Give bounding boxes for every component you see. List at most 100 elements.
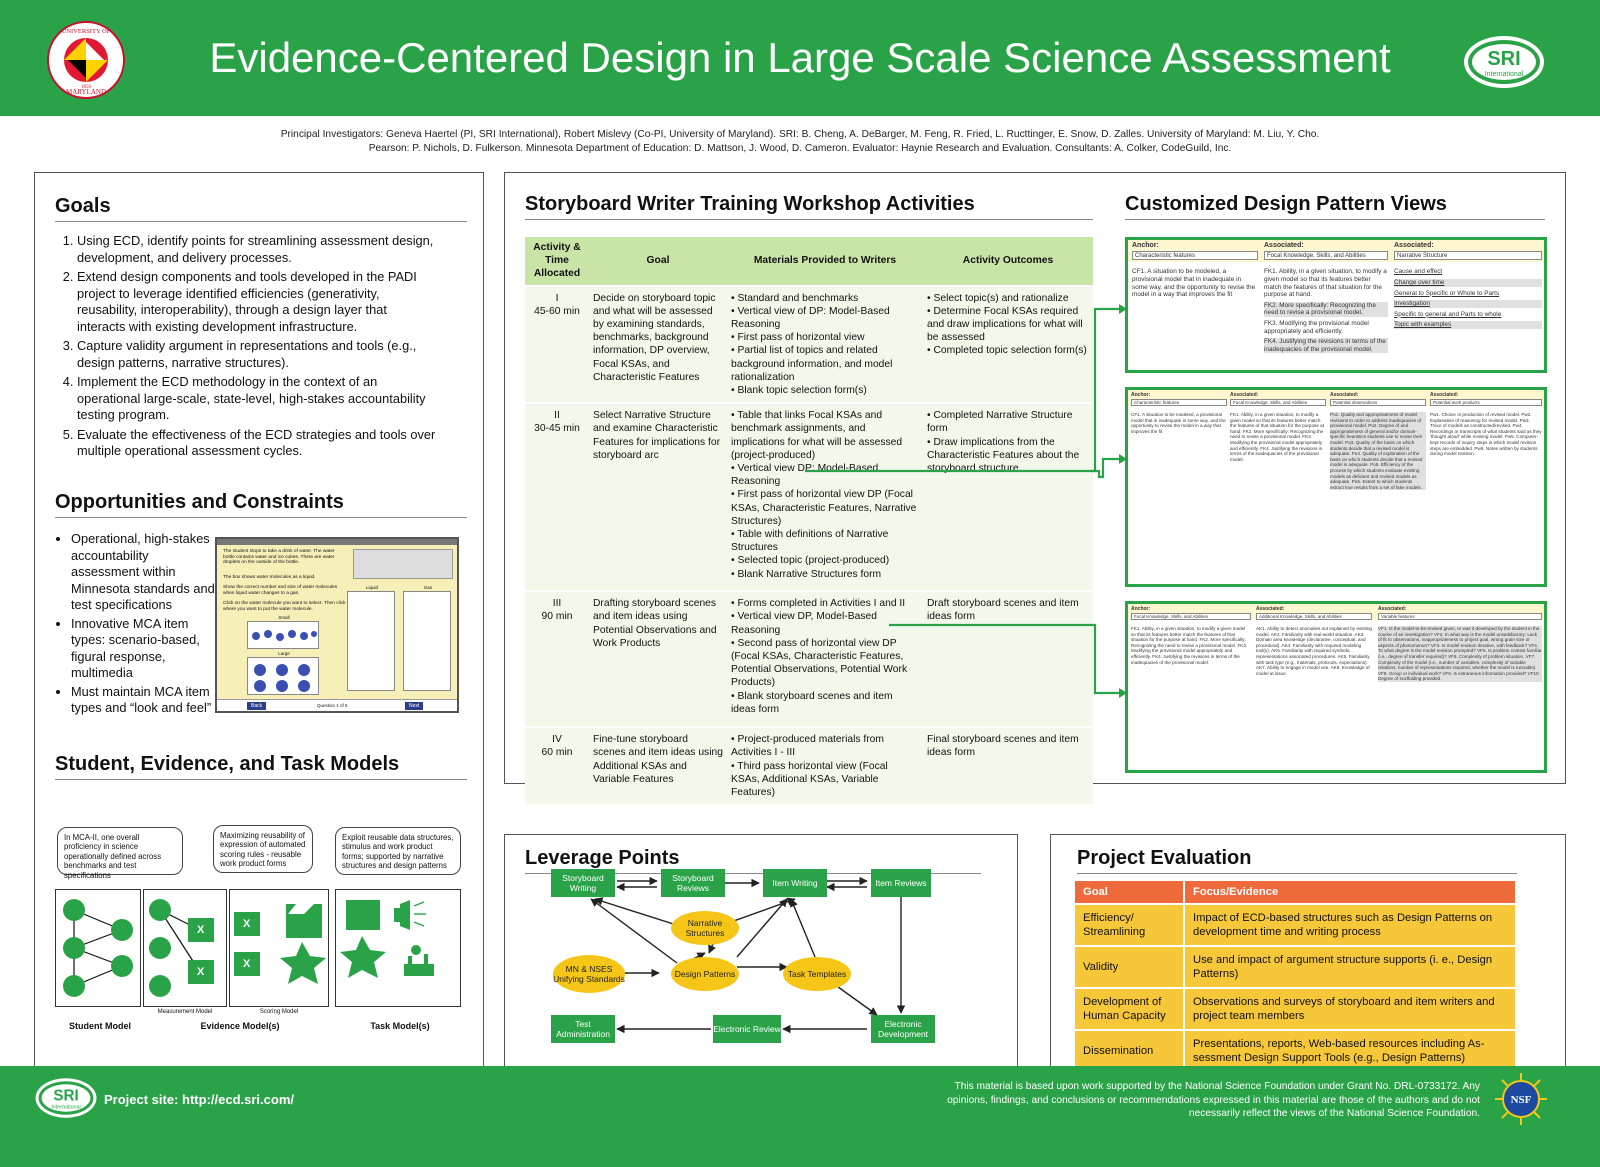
list-item: Investigation — [1394, 300, 1542, 308]
goal-cell: Decide on storyboard topic and what will… — [589, 284, 727, 404]
question-counter: Question 1 of 6 — [317, 703, 348, 708]
gas-container: Gas — [403, 585, 451, 691]
associated-select-1[interactable]: Focal Knowledge, Skills, and Abilities — [1264, 251, 1388, 261]
measurement-model-label: Measurement Model — [157, 1009, 213, 1015]
table-row: Dissemination Presentations, reports, We… — [1075, 1031, 1515, 1071]
goal-item: Capture validity argument in representat… — [77, 338, 437, 371]
associated-select-3[interactable]: Potential work products — [1430, 399, 1542, 406]
associated-column-1: Associated: Focal Knowledge, Skills, and… — [1230, 392, 1326, 462]
opportunities-title: Opportunities and Constraints — [55, 491, 344, 513]
associated-column-2: Associated: Variable features VF1. Is th… — [1378, 606, 1542, 682]
small-label: Small — [278, 615, 290, 620]
screenshot-video — [353, 549, 453, 579]
list-item: Draw implications from the Characteristi… — [927, 436, 1089, 476]
list-item: Table with definitions of Narrative Stru… — [731, 528, 919, 554]
associated-select-2[interactable]: Narrative Structure — [1394, 251, 1542, 261]
associated-column-1: Associated: Additional Knowledge, Skills… — [1256, 606, 1372, 676]
goals-divider — [55, 221, 467, 222]
list-item: Completed topic selection form(s) — [927, 344, 1089, 357]
materials-cell: Table that links Focal KSAs and benchmar… — [727, 402, 923, 592]
goal-item: Evaluate the effectiveness of the ECD st… — [77, 427, 437, 460]
materials-cell: Forms completed in Activities I and II V… — [727, 590, 923, 728]
header-activity: Activity & Time Allocated — [525, 237, 589, 286]
student-model-network-icon — [63, 899, 133, 997]
header-banner: UNIVERSITY OF MARYLAND 1856 Evidence-Cen… — [0, 0, 1600, 116]
list-item: FK3. Modifying the provisional model app… — [1264, 319, 1369, 335]
list-item: Blank topic selection form(s) — [731, 384, 919, 397]
list-item: Second pass of horizontal view DP (Focal… — [731, 637, 919, 690]
back-button[interactable]: Back — [247, 702, 267, 710]
list-item: Pw1. Choice or production of revised mod… — [1430, 412, 1542, 457]
list-item: Determine Focal KSAs required and draw i… — [927, 305, 1089, 345]
associated-select-2[interactable]: Variable features — [1378, 613, 1542, 620]
storyboard-writing-node: Storyboard Writing — [551, 869, 615, 897]
workshop-table: Activity & Time Allocated Goal Materials… — [525, 237, 1093, 805]
list-item: Vertical view DP, Model-Based Reasoning — [731, 610, 919, 636]
goal-cell: Drafting storyboard scenes and item idea… — [589, 590, 727, 728]
anchor-select[interactable]: Focal Knowledge, Skills, and Abilities — [1131, 613, 1251, 620]
anchor-select[interactable]: Characteristic features — [1131, 399, 1227, 406]
focus-cell: Use and impact of argument structure sup… — [1185, 947, 1515, 987]
item-reviews-node: Item Reviews — [871, 869, 931, 897]
list-item: First pass of horizontal view — [731, 331, 919, 344]
list-item: FK1. Ability, in a given situation, to m… — [1264, 268, 1387, 299]
x-mark: X — [243, 958, 251, 970]
design-patterns-node: Design Patterns — [671, 957, 739, 991]
nsf-disclaimer: This material is based upon work support… — [947, 1081, 1480, 1119]
list-item: FK1. Ability, in a given situation, to m… — [1131, 626, 1248, 665]
list-item: Standard and benchmarks — [731, 292, 919, 305]
design-pattern-view-3: Anchor: Focal Knowledge, Skills, and Abi… — [1125, 601, 1547, 773]
associated-select-1[interactable]: Additional Knowledge, Skills, and Abilit… — [1256, 613, 1372, 620]
associated-select-2[interactable]: Potential observations — [1330, 399, 1426, 406]
list-item: FK4. Justifying the revisions in terms o… — [1264, 338, 1388, 354]
list-item: Change over time — [1394, 279, 1542, 287]
evaluation-title: Project Evaluation — [1077, 847, 1252, 869]
list-item: Forms completed in Activities I and II — [731, 597, 919, 610]
student-model-box — [55, 889, 141, 1007]
dpv-divider — [1125, 219, 1545, 220]
focus-cell: Presentations, reports, Web-based resour… — [1185, 1031, 1515, 1071]
mca-item-screenshot: The student stops to take a drink of wat… — [215, 537, 459, 713]
list-item: Table that links Focal KSAs and benchmar… — [731, 409, 919, 462]
header-goal: Goal — [1075, 881, 1185, 903]
materials-cell: Project-produced materials from Activiti… — [727, 726, 923, 805]
list-item: Cause and effect — [1394, 268, 1443, 276]
scoring-model-icon — [234, 904, 326, 984]
footer-banner: SRI International Project site: http://e… — [0, 1066, 1600, 1167]
task-model-callout: Exploit reusable data structures, stimul… — [335, 827, 461, 875]
materials-cell: Standard and benchmarks Vertical view of… — [727, 284, 923, 404]
list-item: Selected topic (project-produced) — [731, 554, 919, 567]
svg-text:UNIVERSITY OF: UNIVERSITY OF — [62, 28, 111, 35]
evaluation-panel: Project Evaluation Goal Focus/Evidence E… — [1050, 834, 1566, 1071]
associated-select-1[interactable]: Focal Knowledge, Skills, and Abilities — [1230, 399, 1326, 406]
opportunity-item: Operational, high-stakes accountability … — [71, 531, 217, 614]
goal-cell: Dissemination — [1075, 1031, 1185, 1071]
header-goal: Goal — [589, 237, 727, 286]
svg-text:SRI: SRI — [1487, 48, 1520, 70]
header-outcomes: Activity Outcomes — [923, 237, 1093, 286]
workshop-divider — [525, 219, 1093, 220]
project-site-link[interactable]: Project site: http://ecd.sri.com/ — [104, 1092, 294, 1107]
small-molecules-box: Small — [247, 615, 319, 649]
screenshot-prompt: The student stops to take a drink of wat… — [223, 549, 335, 566]
list-item: Po1. Quality and appropriateness of mode… — [1330, 412, 1426, 491]
large-molecules-icon — [254, 664, 310, 692]
goal-cell: Efficiency/ Streamlining — [1075, 905, 1185, 945]
header-materials: Materials Provided to Writers — [727, 237, 923, 286]
table-header-row: Goal Focus/Evidence — [1075, 881, 1515, 903]
goal-item: Implement the ECD methodology in the con… — [77, 374, 437, 424]
focus-cell: Impact of ECD-based structures such as D… — [1185, 905, 1515, 945]
anchor-select[interactable]: Characteristic features — [1132, 251, 1258, 261]
next-button[interactable]: Next — [405, 702, 424, 710]
goal-item: Using ECD, identify points for streamlin… — [77, 233, 437, 266]
leverage-divider — [525, 873, 981, 874]
list-item: First pass of horizontal view DP (Focal … — [731, 488, 919, 528]
list-item: VF1. Is the model-to-be-revised given, o… — [1378, 626, 1542, 682]
liquid-label: Liquid — [365, 585, 378, 590]
mn-nses-standards-node: MN & NSES Unifying Standards — [553, 955, 625, 993]
liquid-container: Liquid — [347, 585, 395, 691]
gas-label: Gas — [423, 585, 433, 590]
